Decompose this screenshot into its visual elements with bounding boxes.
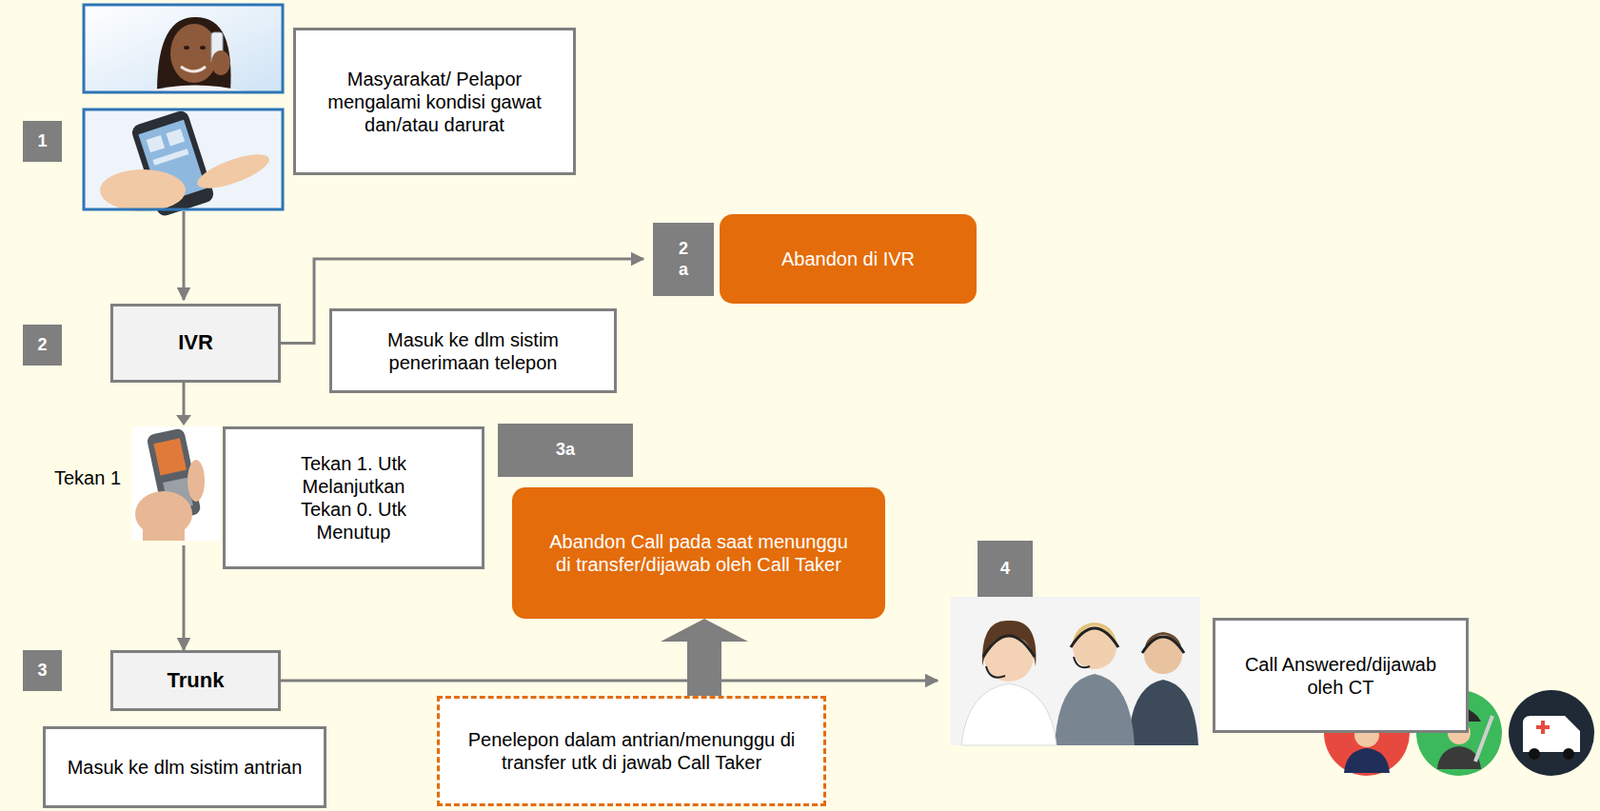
process-box: Trunk (110, 650, 281, 712)
callout-number: 2 (37, 335, 47, 356)
queue-note-box: Penelepon dalam antrian/menunggu di tran… (436, 695, 827, 807)
ambulance-icon (1508, 690, 1595, 776)
keypad-phone-photo (132, 426, 220, 541)
flow-arrow (182, 211, 186, 300)
callout-box: 3a (497, 423, 633, 477)
callout-number: 1 (37, 131, 47, 153)
smartphone-photo (83, 108, 283, 218)
node-text: Penelepon dalam antrian/menunggu di tran… (466, 728, 797, 774)
callout-box: 4 (977, 540, 1033, 597)
arrow-head (176, 414, 192, 426)
callout-number: 2 a (676, 238, 691, 280)
node-text: Masyarakat/ Pelapor mengalami kondisi ga… (324, 67, 545, 137)
callout-number: 4 (1000, 558, 1010, 580)
flow-arrow (280, 679, 938, 683)
block-arrow (660, 618, 749, 696)
node-text: Masuk ke dlm sistim antrian (67, 755, 303, 779)
caller-photo (83, 4, 283, 93)
node-text: Tekan 1. Utk Melanjutkan Tekan 0. Utk Me… (275, 452, 433, 544)
callout-box: 2 a (652, 222, 714, 297)
info-box: Tekan 1. Utk Melanjutkan Tekan 0. Utk Me… (222, 426, 485, 570)
callout-box: 1 (22, 120, 62, 162)
info-box: Call Answered/dijawab oleh CT (1212, 617, 1469, 733)
callout-number: 3a (555, 439, 575, 461)
abandon-box: Abandon Call pada saat menunggu di trans… (512, 487, 886, 619)
node-text: Abandon Call pada saat menunggu di trans… (540, 530, 857, 576)
node-text: Trunk (167, 668, 225, 693)
free-label: Tekan 1 (54, 466, 121, 490)
flow-arrow (182, 382, 186, 651)
callout-box: 2 (22, 324, 62, 366)
info-box: Masuk ke dlm sistim penerimaan telepon (329, 308, 617, 394)
info-box: Masyarakat/ Pelapor mengalami kondisi ga… (293, 27, 576, 176)
info-box: Masuk ke dlm sistim antrian (42, 726, 327, 809)
node-text: IVR (177, 330, 214, 356)
node-text: Masuk ke dlm sistim penerimaan telepon (347, 328, 599, 375)
abandon-box: Abandon di IVR (719, 214, 977, 304)
step-label: Tekan 1 (54, 466, 121, 490)
process-box: IVR (110, 303, 281, 383)
node-text: Abandon di IVR (781, 247, 915, 271)
callout-box: 3 (22, 650, 62, 692)
callout-number: 3 (37, 660, 47, 682)
call-taker-photo (950, 596, 1201, 746)
node-text: Call Answered/dijawab oleh CT (1244, 652, 1438, 699)
